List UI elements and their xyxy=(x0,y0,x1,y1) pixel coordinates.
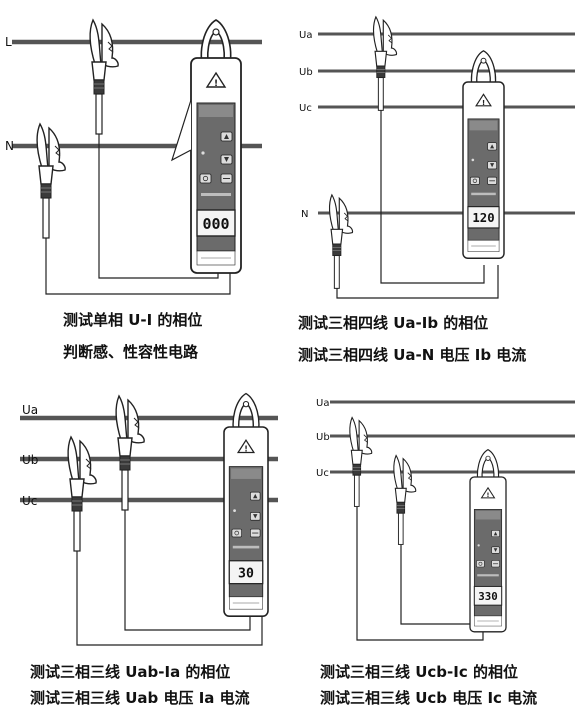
test-clip-uc xyxy=(393,454,417,545)
caption-line-1: 测试三相三线 Uab-Ia 的相位 xyxy=(30,663,230,681)
lcd-reading: 120 xyxy=(472,211,494,225)
lead-reference xyxy=(356,507,484,641)
line-label-ub: Ub xyxy=(316,432,330,443)
line-label-n: N xyxy=(301,209,308,220)
lead-voltage xyxy=(124,510,251,631)
test-clip-l xyxy=(89,19,119,135)
caption-4: 测试三相三线 Ucb-Ic 的相位 测试三相三线 Ucb 电压 Ic 电流 xyxy=(320,663,537,707)
line-label-ub: Ub xyxy=(299,67,313,78)
line-label-uc: Uc xyxy=(22,494,37,508)
clamp-meter-1: 000 xyxy=(190,19,242,274)
line-label-ua: Ua xyxy=(22,403,38,417)
test-clip-ub xyxy=(67,436,97,552)
caption-line-1: 测试三相三线 Ucb-Ic 的相位 xyxy=(320,663,518,681)
caption-3: 测试三相三线 Uab-Ia 的相位 测试三相三线 Uab 电压 Ia 电流 xyxy=(30,663,250,707)
line-label-l: L xyxy=(5,35,12,49)
panel-4: Ua Ub Uc 330 测试三相三线 Ucb-Ic 的相位 测试三相三线 Uc… xyxy=(316,398,575,707)
lcd-reading: 000 xyxy=(202,215,229,233)
test-clip-ua xyxy=(115,395,145,511)
line-label-uc: Uc xyxy=(299,103,312,114)
caption-line-2: 测试三相四线 Ua-N 电压 Ib 电流 xyxy=(298,346,526,364)
caption-line-2: 测试三相三线 Ucb 电压 Ic 电流 xyxy=(320,689,537,707)
clamp-meter-2: 120 xyxy=(462,50,505,260)
panel-2: Ua Ub Uc N 120 测试三相四线 Ua-Ib 的相位 测试三相四线 U… xyxy=(298,16,575,364)
line-label-ub: Ub xyxy=(22,453,38,467)
caption-line-1: 测试三相四线 Ua-Ib 的相位 xyxy=(298,314,488,332)
lead-reference xyxy=(76,551,263,646)
line-label-ua: Ua xyxy=(316,398,329,409)
meter-strap xyxy=(170,99,192,162)
caption-line-2: 测试三相三线 Uab 电压 Ia 电流 xyxy=(30,689,250,707)
caption-line-2: 判断感、性容性电路 xyxy=(63,343,199,361)
clamp-meter-4: 330 xyxy=(469,448,507,633)
lcd-reading: 30 xyxy=(238,566,254,581)
test-clip-ub xyxy=(349,416,373,507)
caption-2: 测试三相四线 Ua-Ib 的相位 测试三相四线 Ua-N 电压 Ib 电流 xyxy=(298,314,526,364)
panel-3: Ua Ub Uc 30 测试三相三线 Uab-Ia 的相位 测试三相三线 Uab… xyxy=(20,392,278,707)
caption-1: 测试单相 U-I 的相位 判断感、性容性电路 xyxy=(63,311,202,361)
clamp-meter-3: 30 xyxy=(223,392,269,617)
panel-1: L N 000 测试单相 U-I 的相位 判断感、性容性电路 xyxy=(5,19,262,361)
test-clip-ua xyxy=(372,16,398,111)
lcd-reading: 330 xyxy=(478,590,497,603)
lead-voltage xyxy=(380,110,485,284)
caption-line-1: 测试单相 U-I 的相位 xyxy=(63,311,202,329)
line-label-uc: Uc xyxy=(316,468,329,479)
test-clip-n xyxy=(328,194,354,289)
test-clip-n xyxy=(36,123,66,239)
line-label-ua: Ua xyxy=(299,30,312,41)
line-label-n: N xyxy=(5,139,14,153)
lead-neutral xyxy=(336,265,499,299)
